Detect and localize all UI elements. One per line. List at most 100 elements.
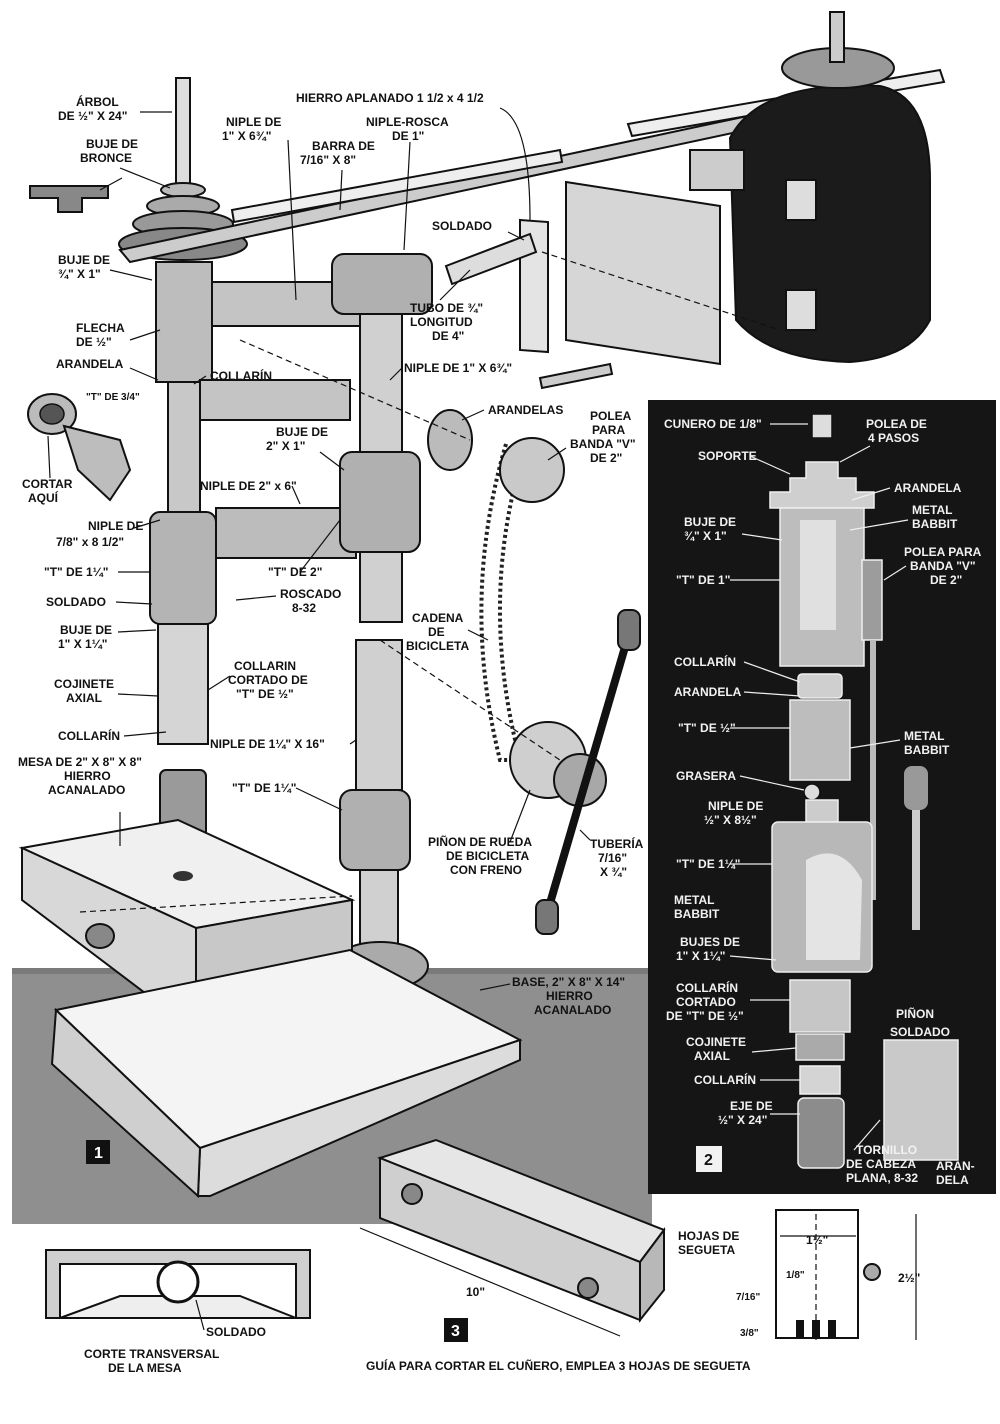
svg-text:ARAN-DELA: ARAN-DELA [936, 1159, 975, 1187]
spindle-lower [157, 623, 209, 745]
label-soldado-mid: SOLDADO [46, 595, 106, 609]
f2-label-cojinete-1: COJINETE [686, 1035, 746, 1049]
figure-2-leaders [729, 423, 909, 1151]
chuck-section [797, 1097, 845, 1169]
label-cojinete-2: AXIAL [66, 691, 102, 705]
f3-label-hojas-1: HOJAS DE [678, 1229, 739, 1243]
label-niple-1-b: NIPLE DE 1" X 6¾" [404, 361, 512, 375]
jig-end-slot-3 [828, 1320, 836, 1338]
label-collarin-2: COLLARÍN [58, 728, 120, 743]
label-pinon-1: PIÑON DE RUEDA [428, 834, 532, 849]
f2-label-eje-1: EJE DE [730, 1099, 773, 1113]
label-polea-3: BANDA "V" [570, 437, 636, 451]
figure-2-number-box [696, 1146, 722, 1172]
label-barra-1: BARRA DE [312, 139, 375, 153]
jig-end-slot-1 [796, 1320, 804, 1338]
bearing-cutaway-upper [800, 520, 836, 630]
f2-label-t12: "T" DE ½" [678, 721, 736, 735]
nipple-half-section [805, 799, 839, 823]
motor-bolt-block-1 [785, 179, 817, 221]
label-niple-78-2: 7/8" x 8 1/2" [56, 535, 124, 549]
f3-label-112: 1½" [806, 1233, 828, 1247]
f2-label-niple12-2: ½" X 8½" [704, 813, 757, 827]
motor-bolt-block-2 [785, 289, 817, 331]
label-niple-2x6: NIPLE DE 2" x 6" [200, 479, 297, 493]
svg-text:NIPLE DE7/8" x 8 1/2": NIPLE DE 7/8" x 8 1/2" [56, 519, 143, 549]
label-t-114-a: "T" DE 1¼" [44, 565, 108, 579]
f2-label-babbit-3-1: METAL [674, 893, 714, 907]
f2-label-eje-2: ½" X 24" [718, 1113, 767, 1127]
f2-label-collarin: COLLARÍN [674, 654, 736, 669]
section-soldado-leader [195, 1299, 205, 1331]
label-niple-rosca-1: NIPLE-ROSCA [366, 115, 449, 129]
label-buje-34-2: ¾" X 1" [58, 267, 101, 281]
dash-line-4 [541, 251, 781, 331]
bicycle-chain [479, 443, 526, 762]
figure-1-number: 1 [94, 1145, 103, 1162]
f2-label-polea4-1: POLEA DE [866, 417, 927, 431]
label-cojinete-1: COJINETE [54, 677, 114, 691]
f2-label-babbit-3-2: BABBIT [674, 907, 720, 921]
f2-label-tornillo-1: TORNILLO [856, 1143, 917, 1157]
f2-label-collarin-cortado-1: COLLARÍN [676, 980, 738, 995]
f2-label-niple12-1: NIPLE DE [708, 799, 763, 813]
svg-text:EJE DE½" X 24": EJE DE½" X 24" [718, 1099, 773, 1127]
label-cortar-2: AQUÍ [28, 490, 59, 505]
label-collarin-cortado-1: COLLARIN [234, 659, 296, 673]
label-buje-bronce-2: BRONCE [80, 151, 132, 165]
svg-text:BUJES DE1" X 1¼": BUJES DE1" X 1¼" [676, 935, 740, 963]
f3-label-716: 7/16" [736, 1292, 760, 1303]
label-hierro-aplanado: HIERRO APLANADO 1 1/2 x 4 1/2 [296, 91, 484, 105]
label-pinon-3: CON FRENO [450, 863, 522, 877]
label-tubo-1: TUBO DE ¾" [410, 301, 483, 315]
jig-end-view [775, 1209, 859, 1339]
label-buje-2x1-2: 2" X 1" [266, 439, 305, 453]
label-niple-rosca-2: DE 1" [392, 129, 424, 143]
f2-label-t1: "T" DE 1" [676, 573, 730, 587]
label-t-34: "T" DE 3/4" [86, 392, 140, 403]
label-arandelas: ARANDELAS [488, 403, 563, 417]
stepped-pulley-section [769, 461, 875, 509]
f3-label-10: 10" [466, 1285, 485, 1299]
inner-plate [59, 1295, 297, 1319]
f2-label-collarin-cortado-3: DE "T" DE ½" [666, 1009, 744, 1023]
svg-text:NIPLE DE½" X 8½": NIPLE DE½" X 8½" [704, 799, 763, 827]
handle-knob-section [904, 766, 928, 810]
f2-label-buje34-1: BUJE DE [684, 515, 736, 529]
label-tuberia-1: TUBERÍA [590, 836, 644, 851]
handle-knob-top [617, 609, 641, 651]
label-cadena-1: CADENA [412, 611, 464, 625]
babbit-cutaway [806, 853, 862, 960]
figure-1-number-box [86, 1140, 110, 1164]
flat-iron-bar [230, 148, 564, 224]
label-arbol-1: ÁRBOL [76, 94, 119, 109]
chain-vertical [870, 640, 876, 900]
f2-label-grasera: GRASERA [676, 769, 736, 783]
feed-handle [544, 628, 634, 912]
label-cadena-3: BICICLETA [406, 639, 469, 653]
wood-mounting-block [565, 180, 721, 366]
dash-line-3 [79, 895, 353, 913]
svg-text:NIPLE DE1" X 6¾": NIPLE DE1" X 6¾" [222, 115, 281, 143]
f3-caption: GUÍA PARA CORTAR EL CUÑERO, EMPLEA 3 HOJ… [366, 1358, 751, 1373]
f2-label-polea4-2: 4 PASOS [868, 431, 919, 445]
f2-label-polea-banda-2: BANDA "V" [910, 559, 976, 573]
f2-label-collarin2: COLLARÍN [694, 1072, 756, 1087]
f2-label-babbit-1-1: METAL [912, 503, 952, 517]
f2-label-collarin-cortado-2: CORTADO [676, 995, 736, 1009]
label-niple-78-1: NIPLE DE [88, 519, 143, 533]
dimension-10-line [359, 1227, 621, 1337]
base-side [50, 1007, 202, 1199]
arbol-shaft [175, 77, 191, 199]
label-niple-114x16: NIPLE DE 1¼" X 16" [210, 737, 325, 751]
label-mesa-2: HIERRO [64, 769, 111, 783]
